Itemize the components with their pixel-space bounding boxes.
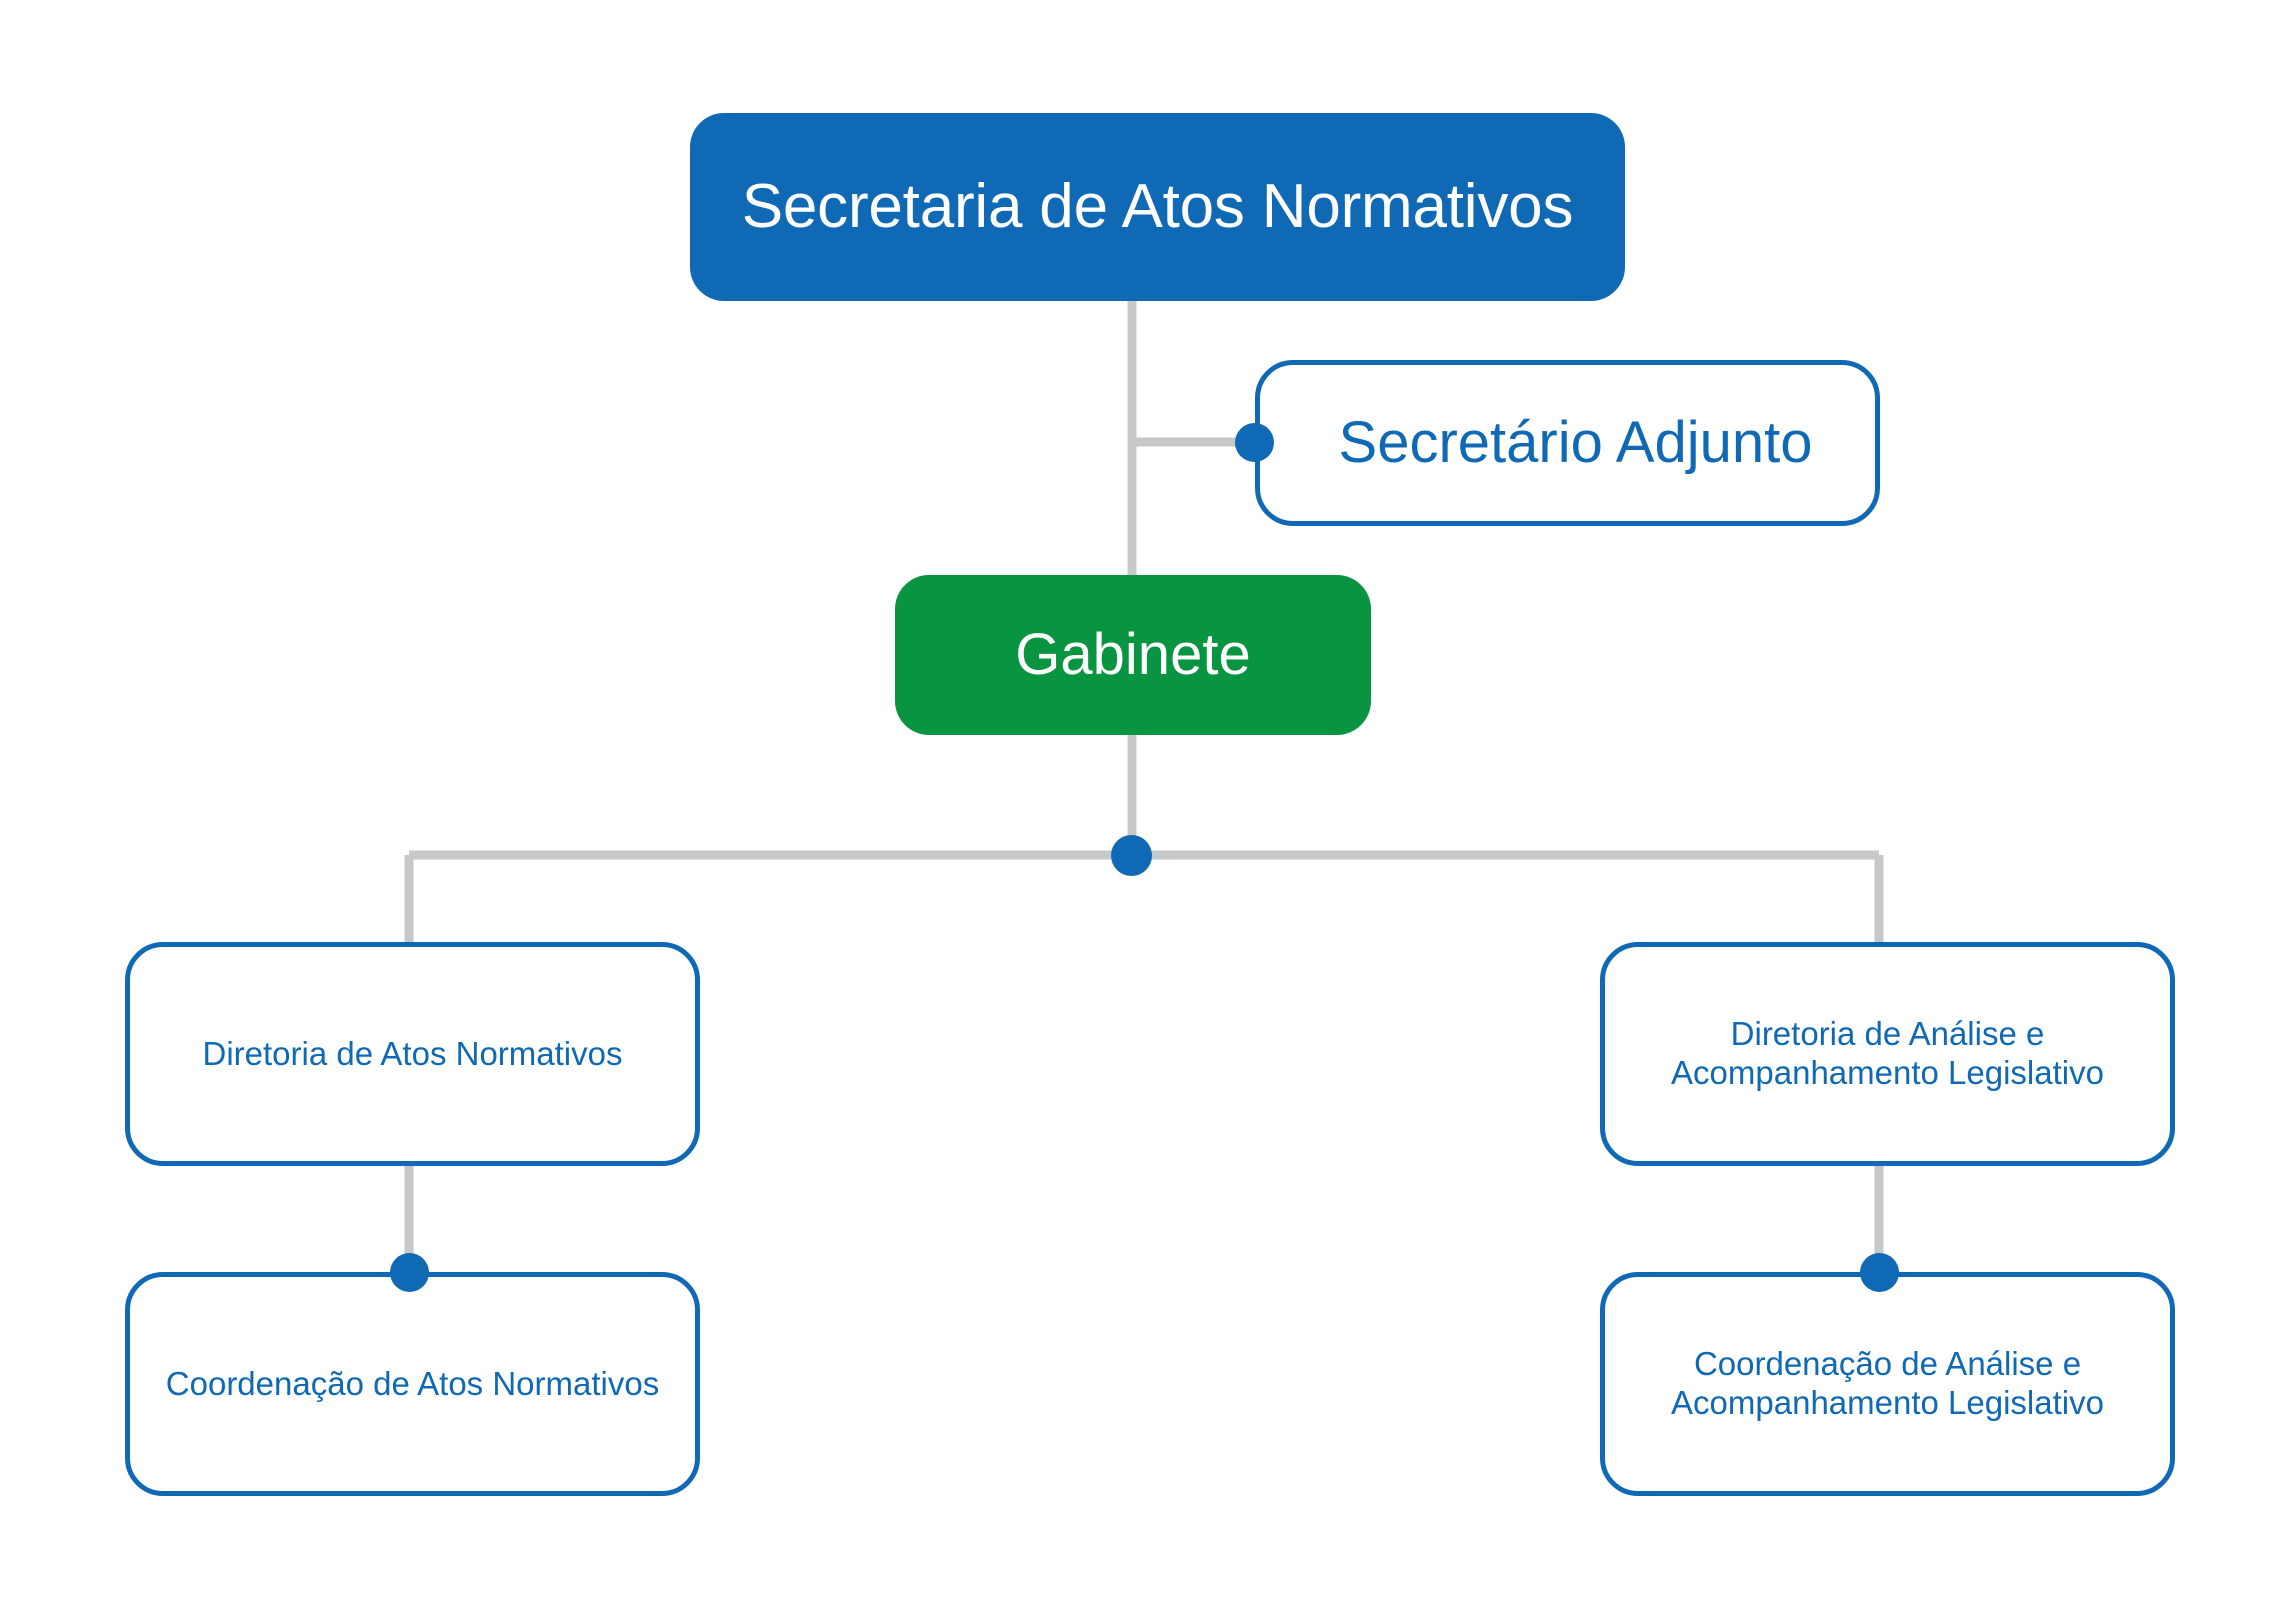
node-gabinete[interactable]: Gabinete: [895, 575, 1371, 735]
node-label: Secretaria de Atos Normativos: [741, 172, 1574, 242]
node-diretoria-analise-acompanhamento-legislativo[interactable]: Diretoria de Análise e Acompanhamento Le…: [1600, 942, 2175, 1166]
connector-dot-coordenacao-analise: [1860, 1253, 1899, 1292]
node-label: Diretoria de Análise e Acompanhamento Le…: [1671, 1015, 2104, 1091]
node-label: Coordenação de Atos Normativos: [165, 1364, 660, 1402]
node-diretoria-atos-normativos[interactable]: Diretoria de Atos Normativos: [125, 942, 700, 1166]
node-secretario-adjunto[interactable]: Secretário Adjunto: [1255, 360, 1880, 526]
connector-dot-adjunto: [1235, 423, 1274, 462]
node-coordenacao-analise-acompanhamento-legislativo[interactable]: Coordenação de Análise e Acompanhamento …: [1600, 1272, 2175, 1496]
node-secretaria-atos-normativos[interactable]: Secretaria de Atos Normativos: [690, 113, 1625, 301]
connector-dot-coordenacao-atos: [390, 1253, 429, 1292]
node-label: Diretoria de Atos Normativos: [202, 1034, 623, 1072]
node-label: Gabinete: [1015, 621, 1251, 687]
node-label: Secretário Adjunto: [1338, 409, 1813, 475]
node-coordenacao-atos-normativos[interactable]: Coordenação de Atos Normativos: [125, 1272, 700, 1496]
node-label: Coordenação de Análise e Acompanhamento …: [1671, 1345, 2104, 1421]
connector-dot-junction: [1111, 835, 1152, 876]
